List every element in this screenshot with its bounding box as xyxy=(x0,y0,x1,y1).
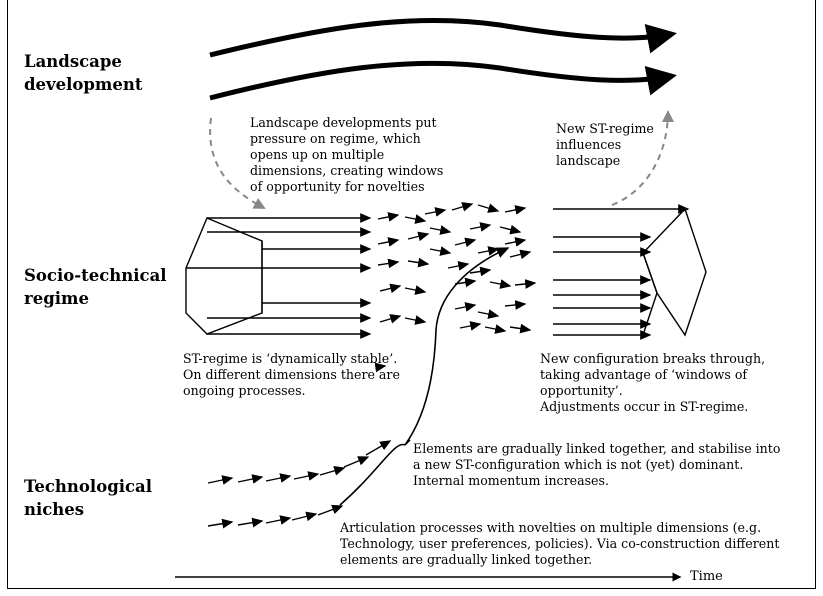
niche-connector-arrow xyxy=(404,439,411,446)
landscape-label: Landscape development xyxy=(24,52,143,94)
breakthrough-text: New configuration breaks through, taking… xyxy=(540,351,766,414)
linked-elements-text: Elements are gradually linked together, … xyxy=(413,441,781,488)
regime-left-bundle xyxy=(185,213,372,339)
articulation-text: Articulation processes with novelties on… xyxy=(340,520,780,567)
influence-dashed-arrow xyxy=(611,110,674,206)
diagram-frame xyxy=(7,0,816,589)
niche-trajectory-arrow xyxy=(404,247,510,446)
time-axis-label: Time xyxy=(690,569,723,584)
niches-label: Technological niches xyxy=(24,477,153,519)
regime-right-bundle xyxy=(553,204,707,340)
landscape-arrow-bottom xyxy=(209,60,677,101)
landscape-arrow-top xyxy=(209,17,677,58)
niche-arrows xyxy=(207,362,392,529)
niche-trajectory-lower xyxy=(339,443,406,506)
pressure-dashed-arrow xyxy=(209,117,266,209)
scattered-arrows xyxy=(377,202,537,334)
regime-stable-text: ST-regime is ‘dynamically stable’. On di… xyxy=(183,351,400,398)
landscape-pressure-text: Landscape developments put pressure on r… xyxy=(250,115,444,194)
new-regime-text: New ST-regime influences landscape xyxy=(556,121,654,168)
regime-label: Socio-technical regime xyxy=(24,266,167,308)
